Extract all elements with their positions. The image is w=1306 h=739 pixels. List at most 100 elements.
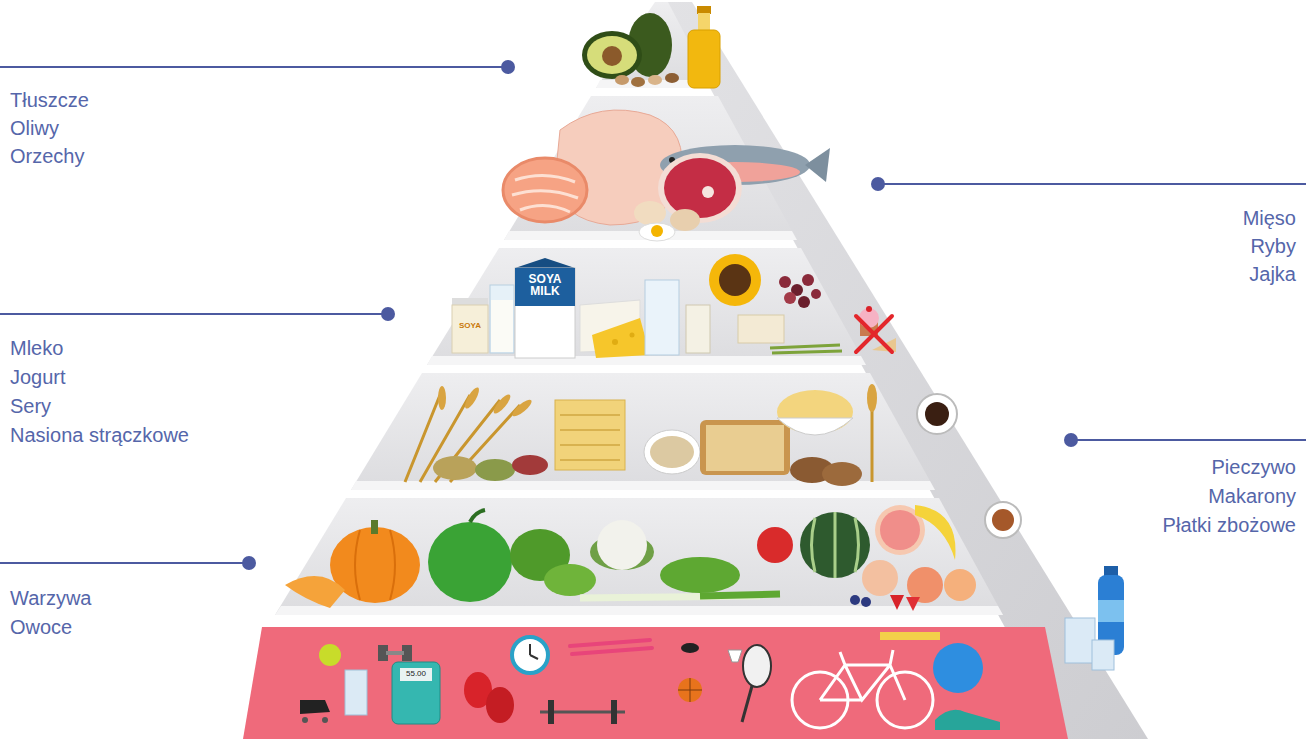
food-group-label: Płatki zbożowe bbox=[1163, 514, 1296, 536]
coffee-cup bbox=[925, 402, 949, 426]
leader-line bbox=[884, 183, 1306, 185]
sneaker bbox=[935, 710, 1000, 730]
fruits bbox=[861, 597, 871, 607]
food-group-label: Jogurt bbox=[10, 366, 66, 388]
nuts bbox=[665, 73, 679, 83]
sunflower bbox=[709, 254, 761, 306]
food-group-label: Ryby bbox=[1250, 235, 1296, 257]
skate bbox=[302, 717, 308, 723]
barbell bbox=[540, 700, 625, 724]
food-group-label: Mięso bbox=[1243, 207, 1296, 229]
watermelon bbox=[812, 512, 859, 578]
cheese bbox=[592, 318, 650, 358]
pasta bbox=[555, 400, 625, 470]
leader-line bbox=[381, 307, 395, 321]
food-group-label: Sery bbox=[10, 395, 51, 417]
water-glass bbox=[1092, 640, 1114, 670]
coffee-cup bbox=[917, 394, 957, 434]
watermelon bbox=[800, 512, 870, 578]
milk-glass bbox=[491, 300, 513, 352]
nuts bbox=[648, 75, 662, 85]
basketball bbox=[678, 678, 702, 702]
seeds bbox=[433, 456, 477, 480]
nuts bbox=[615, 75, 629, 85]
tofu bbox=[738, 315, 784, 343]
eggs bbox=[670, 209, 700, 231]
crossed-sweets bbox=[866, 306, 872, 312]
milk-glass bbox=[686, 305, 710, 353]
green-pepper bbox=[428, 510, 512, 602]
avocado bbox=[587, 36, 637, 74]
wheat bbox=[867, 384, 877, 482]
nuts bbox=[615, 73, 679, 87]
leeks bbox=[580, 594, 780, 598]
eggs bbox=[639, 223, 675, 241]
oat-bowl bbox=[644, 430, 700, 474]
basketball bbox=[678, 678, 702, 702]
seeds bbox=[475, 459, 515, 481]
hockey-puck bbox=[681, 643, 699, 653]
seeds bbox=[433, 455, 548, 481]
nuts bbox=[631, 77, 645, 87]
tea-cup bbox=[985, 502, 1021, 538]
fruits bbox=[850, 595, 860, 605]
activity-base bbox=[243, 627, 1068, 739]
water-glass bbox=[1065, 618, 1114, 670]
steak bbox=[658, 153, 742, 223]
tea-cup bbox=[992, 509, 1014, 531]
mashed-bowl bbox=[777, 390, 853, 435]
food-group-label: Jajka bbox=[1249, 263, 1296, 285]
sunflower bbox=[719, 264, 751, 296]
pyramid-tier bbox=[351, 373, 935, 490]
beans bbox=[798, 296, 810, 308]
seeds bbox=[512, 455, 548, 475]
cheese bbox=[630, 333, 635, 338]
bicycle bbox=[792, 650, 933, 728]
soy-milk-carton bbox=[515, 258, 575, 268]
racket bbox=[742, 686, 752, 722]
salmon-steak bbox=[503, 158, 587, 222]
clock bbox=[530, 644, 538, 659]
pasta bbox=[555, 400, 625, 470]
pumpkin bbox=[355, 530, 395, 600]
water-glass bbox=[645, 280, 679, 355]
beans bbox=[779, 276, 791, 288]
wheat bbox=[438, 386, 446, 410]
steak bbox=[658, 153, 742, 223]
shuttlecock bbox=[728, 650, 742, 662]
beans bbox=[779, 274, 821, 308]
fruits bbox=[944, 569, 976, 601]
tea-cup bbox=[985, 502, 1021, 538]
food-group-label: Warzywa bbox=[10, 587, 91, 609]
leader-line bbox=[242, 556, 256, 570]
food-group-label: Orzechy bbox=[10, 145, 84, 167]
water-bottle bbox=[1104, 566, 1118, 576]
avocado bbox=[582, 13, 672, 79]
bicycle bbox=[820, 650, 905, 700]
pyramid-tier bbox=[427, 356, 866, 365]
food-group-label: Oliwy bbox=[10, 117, 59, 139]
dumbbells bbox=[378, 645, 412, 661]
cheese bbox=[580, 300, 650, 358]
basketball bbox=[678, 678, 702, 702]
fruits bbox=[890, 595, 904, 610]
pyramid-tier bbox=[275, 2, 1003, 615]
leafy-greens bbox=[660, 557, 740, 593]
tomato bbox=[757, 527, 793, 563]
sunflower bbox=[709, 254, 761, 306]
leader-line bbox=[0, 562, 243, 564]
oil-bottle bbox=[688, 30, 720, 88]
beans bbox=[811, 289, 821, 299]
water-glass bbox=[1065, 618, 1095, 663]
leader-line bbox=[0, 66, 502, 68]
bread-rolls bbox=[822, 462, 862, 486]
bread bbox=[700, 420, 790, 475]
racket bbox=[742, 645, 771, 722]
grapefruit bbox=[880, 510, 920, 550]
skate bbox=[322, 717, 328, 723]
leader-line bbox=[0, 313, 382, 315]
food-group-label: Pieczywo bbox=[1212, 456, 1296, 478]
pyramid-tier bbox=[275, 498, 1003, 615]
leader-line bbox=[501, 60, 515, 74]
